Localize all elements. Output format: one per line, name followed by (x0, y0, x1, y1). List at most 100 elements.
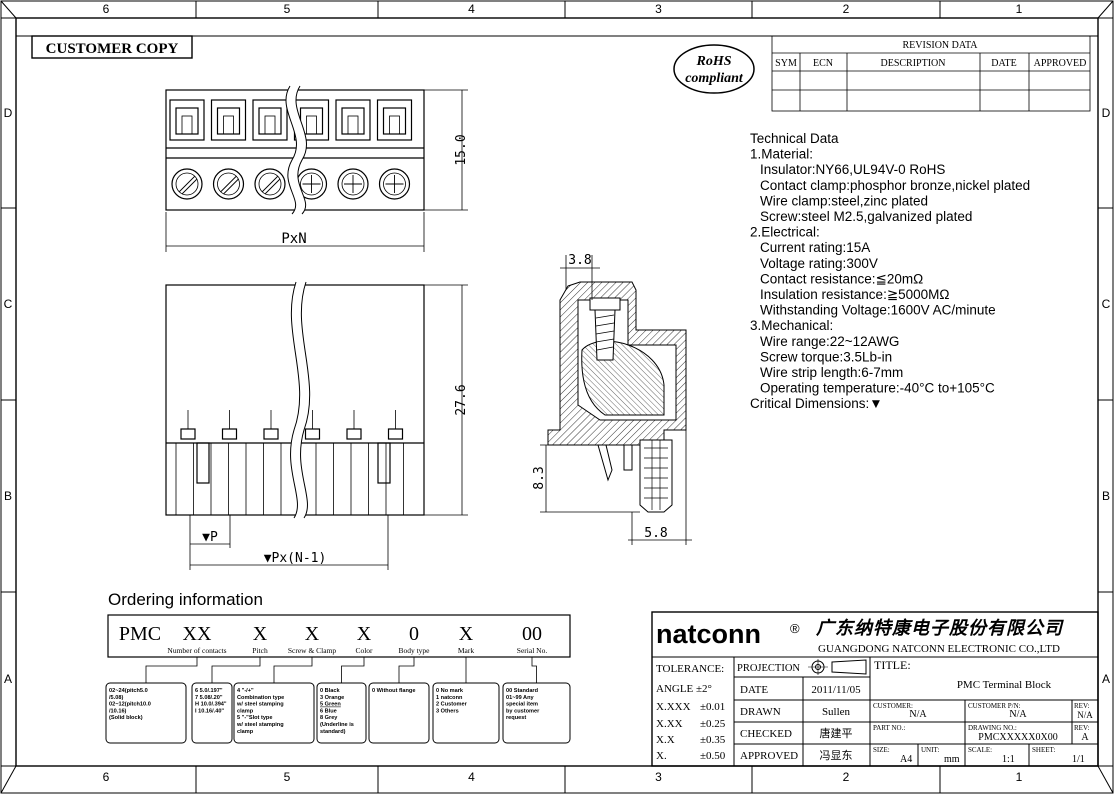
sheet-value: 1/1 (1072, 754, 1085, 765)
customer-copy-box (31, 35, 193, 59)
order-caption-6: Serial No. (517, 646, 548, 655)
order-option-6-line-4: request (506, 715, 526, 721)
order-option-0-line-3: /10.16) (109, 708, 127, 714)
order-code-0: PMC (119, 623, 161, 645)
company-name-en: GUANGDONG NATCONN ELECTRONIC CO.,LTD (818, 643, 1060, 655)
revision-title: REVISION DATA (902, 40, 978, 51)
date-label: DATE (740, 684, 768, 696)
order-option-1-line-1: 7 5.08/.20" (195, 695, 223, 701)
brand-logo: natconn (656, 619, 761, 649)
tolerance-xxxx: X.XXX (656, 701, 691, 713)
company-name-cn: 广东纳特康电子股份有限公司 (816, 618, 1064, 638)
order-code-3: X (305, 623, 320, 645)
order-option-5-line-2: 2 Customer (436, 702, 468, 708)
dim-15-label: 15.0 (454, 134, 469, 165)
order-option-3-line-2: 5 Green (320, 702, 341, 708)
order-option-1-line-0: 6 5.0/.197" (195, 688, 223, 694)
order-option-3-line-4: 8 Grey (320, 715, 338, 721)
tech-line-2: Insulator:NY66,UL94V-0 RoHS (760, 162, 945, 177)
tolerance-xxx-value: ±0.25 (700, 718, 726, 730)
tech-line-11: Withstanding Voltage:1600V AC/minute (760, 303, 996, 318)
tech-line-8: Voltage rating:300V (760, 256, 878, 271)
order-caption-3: Color (355, 646, 373, 655)
scale-label: SCALE: (968, 746, 992, 754)
border-row-left-C: C (4, 297, 13, 311)
customer-copy-label: CUSTOMER COPY (46, 41, 179, 57)
rohs-line1: RoHS (695, 54, 731, 69)
tolerance-xx-value: ±0.35 (700, 734, 726, 746)
order-option-0-line-0: 02~24(pitch5.0 (109, 688, 148, 694)
order-option-6-line-1: 01~99 Any (506, 695, 535, 701)
order-option-4-line-0: 0 Without flange (372, 688, 415, 694)
revision-header-sym: SYM (775, 58, 797, 69)
border-col-top-6: 6 (103, 2, 110, 16)
title-value: PMC Terminal Block (957, 679, 1052, 691)
size-value: A4 (900, 754, 912, 765)
ordering-title: Ordering information (108, 590, 263, 609)
tech-line-15: Wire strip length:6-7mm (760, 365, 903, 380)
order-option-6-line-3: by customer (506, 708, 540, 714)
customer-label: CUSTOMER: (873, 702, 913, 710)
order-option-3-line-0: 0 Black (320, 688, 340, 694)
border-row-right-D: D (1102, 106, 1111, 120)
brand-registered-mark: ® (790, 621, 800, 636)
drawing-no-value: PMCXXXXX0X00 (978, 732, 1057, 743)
border-col-top-3: 3 (655, 2, 662, 16)
order-caption-1: Pitch (252, 646, 268, 655)
tech-line-14: Screw torque:3.5Lb-in (760, 349, 892, 364)
order-option-3-line-5: (Underline is (320, 722, 354, 728)
revision-table (771, 35, 1091, 112)
border-col-top-1: 1 (1016, 2, 1023, 16)
order-option-2-line-3: clamp (237, 708, 254, 714)
scale-value: 1:1 (1002, 754, 1015, 765)
revision-header-approved: APPROVED (1034, 58, 1087, 69)
tech-line-1: 1.Material: (750, 147, 813, 162)
part-no-label: PART NO.: (873, 724, 905, 732)
title-label: TITLE: (874, 658, 911, 672)
rev-value-1: N/A (1077, 710, 1093, 720)
order-option-5-line-0: 0 No mark (436, 688, 464, 694)
order-code-6: X (459, 623, 474, 645)
dim-27-6-label: 27.6 (454, 384, 469, 415)
border-col-bottom-2: 2 (843, 770, 850, 784)
order-option-5-line-1: 1 natconn (436, 695, 463, 701)
order-option-0-line-2: 02~12(pitch10.0 (109, 702, 151, 708)
order-option-2-line-2: w/ steel stamping (236, 702, 284, 708)
tolerance-x-value: ±0.50 (700, 750, 726, 762)
border-row-right-A: A (1102, 672, 1110, 686)
order-option-2-line-4: 5 "-"Slot type (237, 715, 272, 721)
customer-pn-value: N/A (1009, 709, 1027, 720)
border-col-bottom-1: 1 (1016, 770, 1023, 784)
revision-header-date: DATE (991, 58, 1017, 69)
tech-line-0: Technical Data (750, 131, 839, 146)
date-value: 2011/11/05 (811, 684, 861, 696)
order-option-0-line-1: /5.08) (109, 695, 123, 701)
order-option-3-line-6: standard) (320, 729, 346, 735)
order-code-1: XX (183, 623, 212, 645)
projection-label: PROJECTION (737, 663, 800, 674)
tech-line-7: Current rating:15A (760, 240, 870, 255)
rev-value-2: A (1081, 732, 1089, 743)
border-col-top-5: 5 (284, 2, 291, 16)
tech-line-10: Insulation resistance:≧5000MΩ (760, 287, 950, 302)
technical-data-block: Technical Data1.Material:Insulator:NY66,… (750, 131, 1030, 411)
border-col-top-4: 4 (468, 2, 475, 16)
dim-15-lines (424, 89, 468, 211)
order-option-6-line-0: 00 Standard (506, 688, 539, 694)
rohs-mark (673, 44, 755, 94)
order-caption-4: Body type (398, 646, 430, 655)
approved-label: APPROVED (740, 750, 798, 762)
tolerance-x: X. (656, 750, 667, 762)
drawing-no-label: DRAWING NO.: (968, 724, 1017, 732)
dim-3-8-label: 3.8 (568, 253, 591, 268)
order-caption-5: Mark (458, 646, 474, 655)
order-option-2-line-5: w/ steel stamping (236, 722, 284, 728)
tech-line-6: 2.Electrical: (750, 225, 820, 240)
order-code-2: X (253, 623, 268, 645)
title-block (651, 611, 1099, 767)
dim-p-label: ▼P (202, 530, 218, 545)
